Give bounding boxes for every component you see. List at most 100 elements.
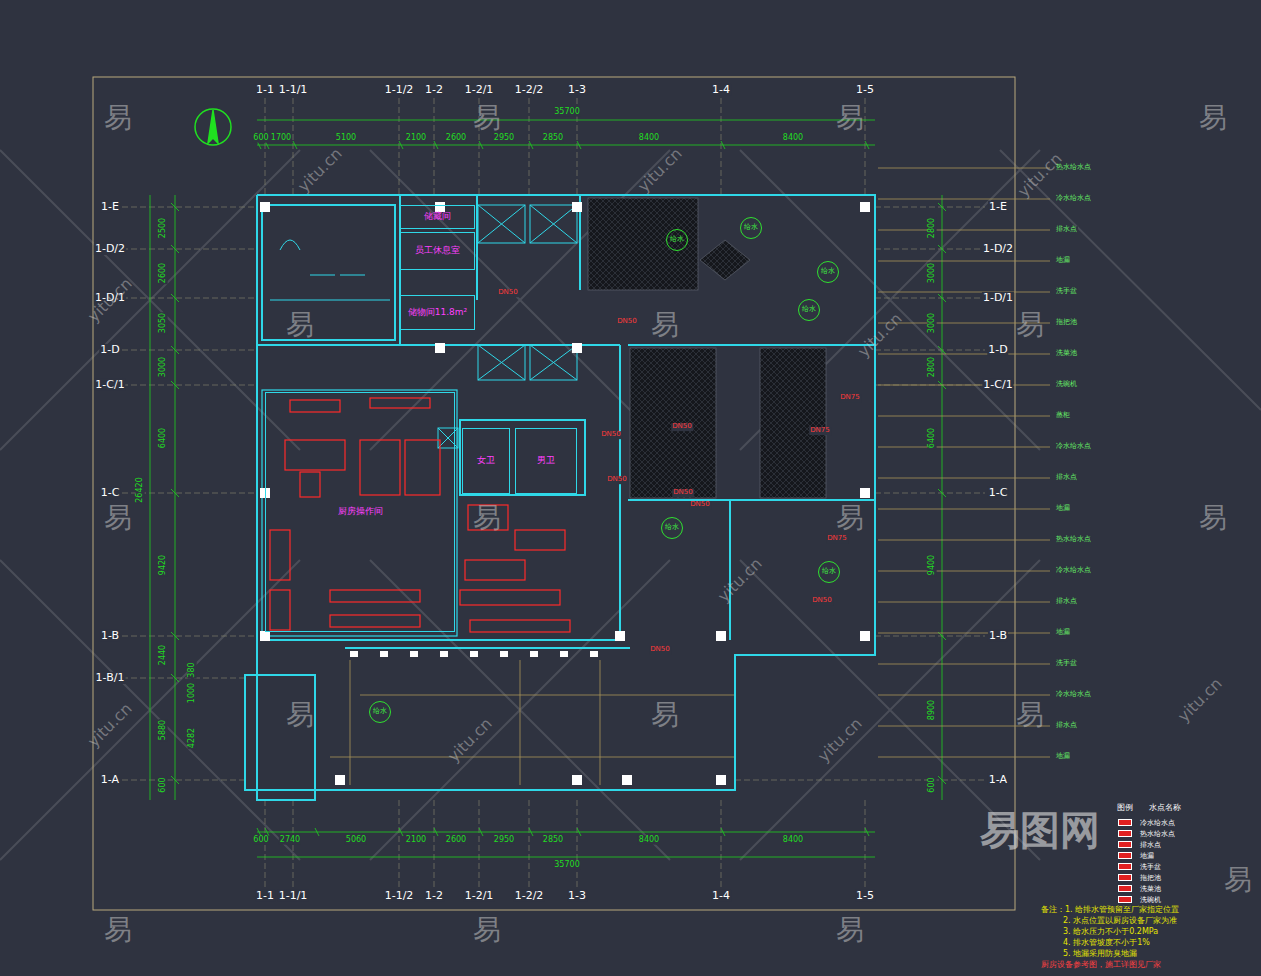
counter-seats [500,651,508,657]
note: 4. 排水管坡度不小于1% [1062,939,1151,948]
kitchen-equipment [270,530,290,580]
water-point-tag: 拖把池 [1055,319,1078,327]
leader-lines [330,660,735,785]
kitchen-equipment [330,615,420,627]
dimension: 380 [188,661,197,678]
room-name: 厨房操作间 [338,507,383,517]
watermark-logo: 易图网 [980,808,1100,852]
column [860,488,870,498]
watermark: yitu.cn [85,275,136,326]
callout-text: 给水 [670,236,684,244]
dimension: 3000 [928,312,937,334]
pipe-size: DN75 [826,535,848,543]
watermark: 易 [651,310,679,341]
axis-label: 1-C/1 [982,379,1013,391]
room-name: 储物间11.8m² [408,308,467,318]
note: 备注：1. 给排水管预留至厂家指定位置 [1040,906,1180,915]
dimension: 8900 [928,699,937,721]
watermark: 易 [473,503,501,534]
legend-swatch [1118,819,1132,826]
dimension: 5060 [345,836,367,845]
legend-header: 水点名称 [1148,804,1182,813]
legend: 冷水给水点热水给水点排水点地漏洗手盆拖把池洗菜池洗碗机 [1118,817,1175,905]
water-point-tag: 地漏 [1055,257,1071,265]
dimension: 600 [252,836,269,845]
hatched-area [700,240,750,280]
dimension: 2100 [405,836,427,845]
callout-text: 给水 [665,524,679,532]
callout-circle: 给水 [661,517,683,539]
watermark: yitu.cn [445,715,496,766]
dimension: 600 [928,776,937,793]
counter-seats [440,651,448,657]
legend-header: 图例 [1116,804,1134,813]
axis-label: 1-E [988,201,1008,213]
legend-text: 拖把池 [1140,873,1161,883]
kitchen-equipment [460,590,560,605]
dimension: 9420 [159,554,168,576]
dimension: 5100 [335,134,357,143]
building-walls [245,675,315,790]
elevator [478,345,525,380]
callout-text: 给水 [744,224,758,232]
column [716,775,726,785]
water-point-tag: 洗碗机 [1055,381,1078,389]
callout-circle: 给水 [369,701,391,723]
dimension: 8400 [638,836,660,845]
elevator [478,205,525,243]
leader-lines [878,478,1050,757]
room-name: 女卫 [477,456,495,466]
counter-seats [560,651,568,657]
room-outline: 员工休息室 [400,232,475,270]
dimension: 6400 [928,427,937,449]
column [716,631,726,641]
kitchen-equipment [270,590,290,630]
axis-label: 1-2/1 [464,84,495,96]
column [435,343,445,353]
kitchen-equipment [270,398,570,632]
watermark: yitu.cn [1015,150,1066,201]
watermark-lines [0,560,1040,860]
callout-circle: 给水 [798,299,820,321]
watermark: 易 [104,103,132,134]
axis-label: 1-D/2 [982,243,1014,255]
pipe-size: DN75 [839,394,861,402]
axis-label: 1-C [100,487,121,499]
callout-text: 给水 [822,568,836,576]
water-point-tag: 排水点 [1055,474,1078,482]
legend-swatch [1118,863,1132,870]
kitchen-equipment [360,440,400,495]
axis-label: 1-3 [567,890,587,902]
legend-text: 排水点 [1140,840,1161,850]
counter-seats [410,651,418,657]
legend-row: 排水点 [1118,839,1175,850]
water-point-tag: 洗手盆 [1055,660,1078,668]
column [615,631,625,641]
watermark: 易 [104,915,132,946]
axis-label: 1-C/1 [94,379,125,391]
dimension: 2600 [159,262,168,284]
room-outline: 女卫 [462,428,510,494]
dimension: 35700 [553,861,580,870]
note: 5. 地漏采用防臭地漏 [1062,950,1138,959]
axis-label: 1-B [100,630,120,642]
pipe-size: DN50 [689,501,711,509]
note: 2. 水点位置以厨房设备厂家为准 [1062,917,1178,926]
hatched-area [630,348,716,498]
dimension: 9400 [928,554,937,576]
watermark: 易 [104,503,132,534]
watermark: yitu.cn [85,700,136,751]
column [622,775,632,785]
dimension: 8400 [638,134,660,143]
column [572,343,582,353]
watermark: 易 [1199,103,1227,134]
water-point-tag: 洗手盆 [1055,288,1078,296]
building-walls [257,195,875,800]
watermark: 易 [651,700,679,731]
building-walls [270,240,390,300]
axis-label: 1-5 [855,890,875,902]
watermark: 易 [836,503,864,534]
dimension: 2100 [405,134,427,143]
leader-lines [330,168,1050,785]
axis-label: 1-A [988,774,1008,786]
